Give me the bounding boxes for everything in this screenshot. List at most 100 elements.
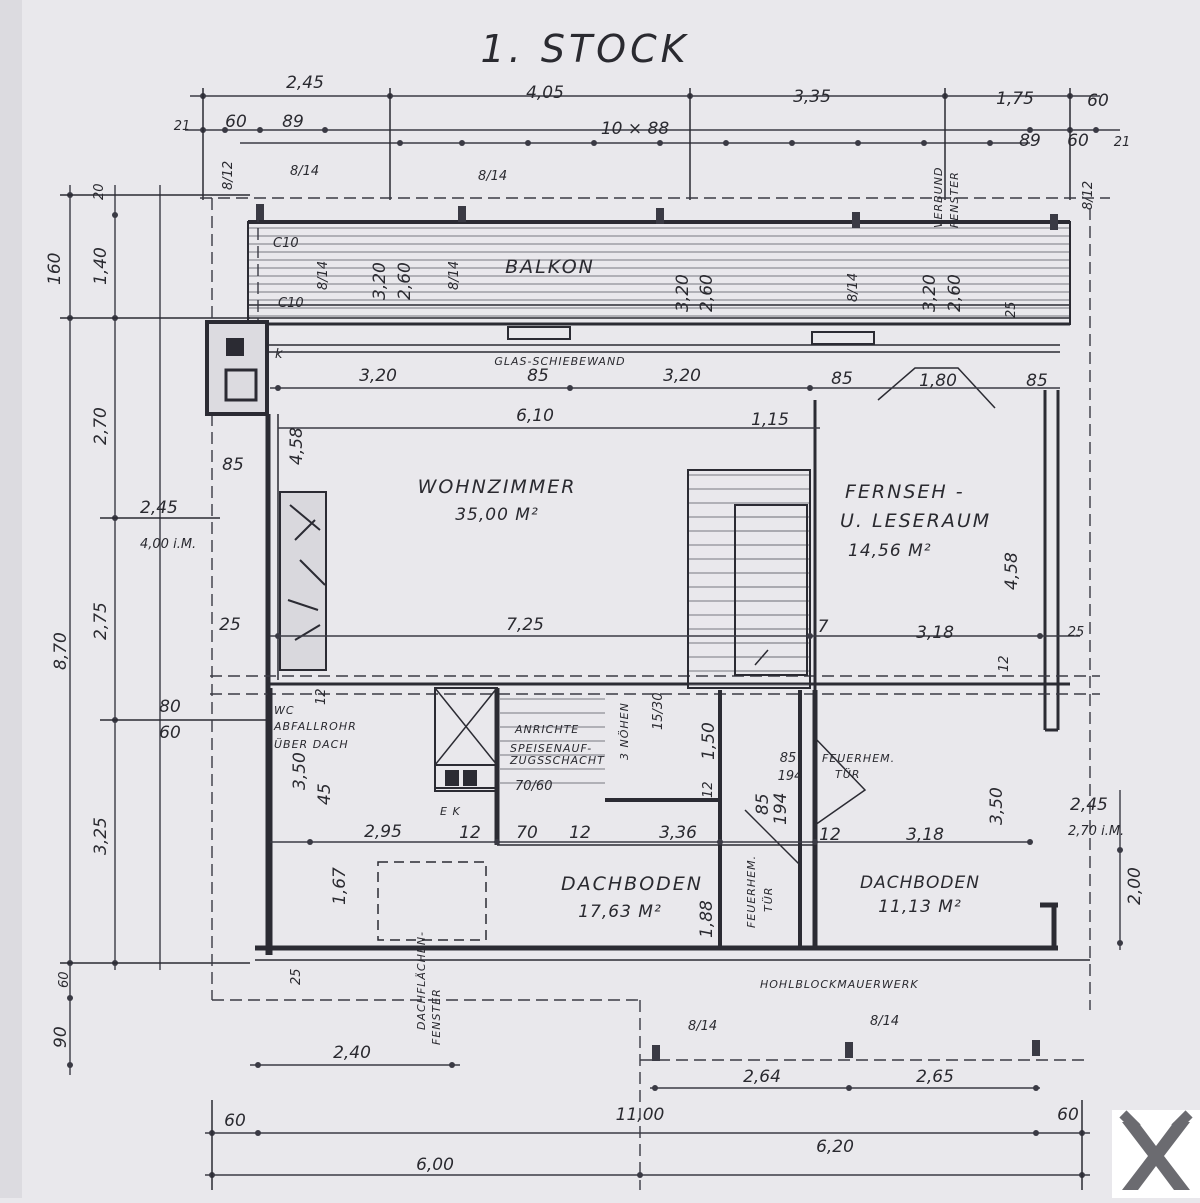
- dim-11-00: 11,00: [616, 1105, 665, 1125]
- dim-1-50: 1,50: [699, 722, 719, 760]
- dim-1-88: 1,88: [697, 900, 717, 938]
- balcony-2-60-c: 2,60: [945, 274, 965, 312]
- dim-21-right: 21: [1114, 135, 1131, 150]
- post-8-14-c: 8/14: [688, 1019, 717, 1034]
- dim-85-c: 85: [1026, 371, 1048, 391]
- dim-6-10: 6,10: [516, 406, 554, 426]
- dim-2-70: 2,70: [91, 407, 111, 445]
- balcony-beam-8-14-a: 8/14: [316, 261, 331, 290]
- dachboden-2-area: 11,13 M²: [878, 897, 962, 917]
- dim-80: 80: [159, 697, 181, 717]
- dim-1-67: 1,67: [330, 867, 350, 905]
- dim-45: 45: [315, 783, 335, 805]
- dim-25-bottom: 25: [289, 968, 304, 985]
- speisen-label-2: ZUGSSCHACHT: [509, 754, 605, 767]
- dim-6-20: 6,20: [816, 1137, 854, 1157]
- fire-door-label-1: FEUERHEM.: [822, 752, 895, 765]
- balcony-2-60-b: 2,60: [697, 274, 717, 312]
- fenster-label: FENSTER: [948, 171, 961, 228]
- corner-logo: [1112, 1110, 1200, 1198]
- dachboden-2-label: DACHBODEN: [860, 873, 980, 893]
- dim-3-35: 3,35: [793, 87, 831, 107]
- dim-60-right: 60: [1067, 131, 1089, 151]
- top-dimensions: 2,45 4,05 3,35 1,75 60 21 60 89 10 × 88 …: [174, 73, 1131, 210]
- dim-3-18-b: 3,18: [906, 825, 944, 845]
- balcony-label: BALKON: [505, 256, 595, 278]
- stufen-label: 3 NÖHEN: [618, 702, 631, 760]
- right-dimensions: 2,00: [1089, 208, 1145, 1010]
- ueber-dach-label: ÜBER DACH: [274, 738, 349, 751]
- dim-2-00: 2,00: [1125, 867, 1145, 905]
- dim-12-wc: 12: [314, 688, 329, 705]
- fernseh-label: FERNSEH -: [845, 481, 965, 503]
- dim-70: 70: [516, 823, 538, 843]
- dim-1-40: 1,40: [91, 247, 111, 285]
- dim-60-left-bottom: 60: [57, 971, 72, 988]
- fire-door-v-label-1: FEUERHEM.: [745, 855, 758, 928]
- dim-60-left: 60: [225, 112, 247, 132]
- dim-25-right: 25: [1068, 625, 1085, 640]
- paper-edge: [0, 0, 22, 1198]
- dim-12-c: 12: [701, 781, 716, 798]
- room-labels: WOHNZIMMER 35,00 M² FERNSEH - U. LESERAU…: [140, 476, 1124, 1045]
- hohlblock-label: HOHLBLOCKMAUERWERK: [760, 978, 919, 991]
- dim-3-18-a: 3,18: [916, 623, 954, 643]
- balcony-beam-8-14-c: 8/14: [846, 273, 861, 302]
- stufen-value: 15/30: [651, 693, 666, 730]
- balcony-2-60-a: 2,60: [395, 262, 415, 300]
- dim-2-65: 2,65: [916, 1067, 954, 1087]
- logo-emblem-icon: [1119, 1110, 1193, 1190]
- height-2-45-right: 2,45: [1070, 795, 1108, 815]
- dim-90: 90: [51, 1026, 71, 1048]
- wohnzimmer-label: WOHNZIMMER: [418, 476, 577, 498]
- dim-1-75: 1,75: [996, 89, 1034, 109]
- balcony-3-20-a: 3,20: [370, 262, 390, 300]
- dim-25-left: 25: [219, 615, 241, 635]
- dim-89-left: 89: [282, 112, 304, 132]
- post-8-12-right: 8/12: [1081, 181, 1096, 210]
- bottom-dimensions: 2,40 8/14 8/14 2,64 2,65 60 11,00 60 6,0…: [205, 1014, 1090, 1190]
- dim-2-75: 2,75: [91, 602, 111, 640]
- post-8-14-d: 8/14: [870, 1014, 899, 1029]
- walls: k GLAS-SCHIEBEWAND: [205, 320, 1100, 1190]
- balcony-beam-8-14-b: 8/14: [447, 261, 462, 290]
- dim-194-door-v: 194: [771, 793, 791, 825]
- plan-title: 1. STOCK: [480, 27, 689, 71]
- dim-3-50-right: 3,50: [987, 787, 1007, 825]
- height-2-45: 2,45: [140, 498, 178, 518]
- post-8-14-b: 8/14: [478, 169, 507, 184]
- left-dimensions: 160 20 1,40 2,70 8,70 2,75 3,25 60 90: [45, 183, 270, 1075]
- post-8-12-left: 8/12: [221, 161, 236, 190]
- dim-2-45: 2,45: [286, 73, 324, 93]
- height-4-00: 4,00 i.M.: [140, 537, 196, 552]
- dim-4-58-right: 4,58: [1002, 552, 1022, 590]
- dim-4-05: 4,05: [526, 83, 564, 103]
- dim-160: 160: [45, 253, 65, 285]
- post-8-14-a: 8/14: [290, 164, 319, 179]
- schacht-size: 70/60: [515, 779, 552, 794]
- dim-60-bottom-right: 60: [1057, 1105, 1079, 1125]
- fernseh-area: 14,56 M²: [848, 541, 932, 561]
- dim-7-25: 7,25: [506, 615, 544, 635]
- dim-85-door: 85: [780, 751, 797, 766]
- dim-1-80: 1,80: [919, 371, 957, 391]
- dim-2-64: 2,64: [743, 1067, 781, 1087]
- height-2-70-right: 2,70 i.M.: [1068, 824, 1124, 839]
- glass-sliding-wall: GLAS-SCHIEBEWAND: [494, 355, 625, 368]
- dim-85-a: 85: [527, 366, 549, 386]
- balcony-3-20-c: 3,20: [920, 274, 940, 312]
- dim-3-36: 3,36: [659, 823, 697, 843]
- dim-3-20-b: 3,20: [663, 366, 701, 386]
- dim-2-95: 2,95: [364, 822, 402, 842]
- wc-label: WC: [274, 704, 295, 717]
- dim-60-top-right: 60: [1087, 91, 1109, 111]
- verbund-label: VERBUND: [932, 167, 945, 228]
- dim-85-door-v: 85: [753, 793, 773, 815]
- beam-c10-b: C10: [278, 296, 304, 311]
- dim-12-b: 12: [569, 823, 591, 843]
- balcony: BALKON C10 C10 8/14 3,20 2,60 8/14 3,20 …: [200, 167, 1110, 1000]
- dim-12-a: 12: [459, 823, 481, 843]
